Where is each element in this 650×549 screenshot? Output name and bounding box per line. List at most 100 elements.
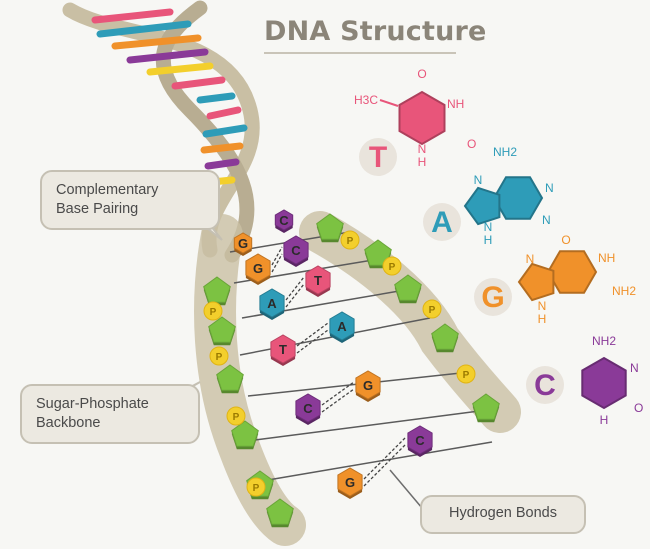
base-letter: G: [345, 475, 355, 490]
base-hexagon: [355, 370, 381, 400]
base-hexagon: [283, 235, 309, 265]
guanine-ring-6: [546, 250, 598, 294]
base-letter: A: [337, 319, 347, 334]
phosphate-circle: [203, 301, 223, 321]
atom-label: N: [630, 361, 639, 375]
callout-sugar-phosphate-backbone: Sugar-Phosphate Backbone: [20, 384, 200, 444]
base-badge-letter: G: [481, 281, 504, 314]
hydrogen-bond: [321, 388, 355, 413]
base-letter: C: [291, 243, 301, 258]
sugar-pentagon: [266, 498, 294, 525]
callout-complementary-base-pairing: Complementary Base Pairing: [40, 170, 220, 230]
phosphate-circle: [209, 346, 229, 366]
base-hexagon: [329, 311, 355, 341]
hydrogen-bond: [296, 322, 329, 347]
adenine-ring-5: [463, 186, 501, 226]
callout-line-1: Complementary: [56, 182, 159, 198]
base-letter: C: [279, 213, 289, 228]
adenine-ring-6: [492, 176, 544, 220]
base-letter: C: [415, 433, 425, 448]
base-letter: G: [363, 378, 373, 393]
base-hexagon: [270, 334, 296, 364]
hydrogen-bond: [363, 443, 407, 487]
atom-label: N: [484, 220, 493, 234]
sugar-pentagon: [316, 213, 344, 240]
atom-label: H: [600, 413, 609, 427]
atom-label: N: [545, 181, 554, 195]
base-hexagon: [259, 288, 285, 318]
atom-label: H: [484, 233, 493, 247]
base-hexagon: [295, 393, 321, 423]
atom-label: O: [467, 137, 476, 151]
base-hexagon: [274, 209, 294, 231]
callout-line-1: Sugar-Phosphate: [36, 396, 149, 412]
atom-label: NH2: [612, 284, 636, 298]
atom-label: H: [418, 155, 427, 169]
phosphate-label: P: [463, 370, 470, 381]
base-badge-circle: [423, 203, 461, 241]
sugar-pentagon: [364, 239, 392, 266]
phosphate-label: P: [429, 305, 436, 316]
sugar-pentagon: [208, 316, 236, 343]
base-rung: [91, 8, 174, 24]
sugar-pentagon: [472, 393, 500, 420]
base-letter: T: [279, 342, 287, 357]
hydrogen-bond: [271, 253, 283, 273]
phosphate-circle: [340, 230, 360, 250]
base-hexagon: [245, 253, 271, 283]
backbone-strand-upper-b: [155, 0, 255, 263]
base-badge-circle: [474, 278, 512, 316]
hydrogen-bond: [321, 381, 355, 406]
phosphate-label: P: [216, 352, 223, 363]
phosphate-circle: [456, 364, 476, 384]
atom-label: O: [634, 401, 643, 415]
atom-label: N: [538, 299, 547, 313]
base-hexagon: [233, 232, 253, 254]
base-letter: A: [267, 296, 277, 311]
base-letter: G: [253, 261, 263, 276]
sugar-pentagon: [231, 420, 259, 447]
strand-connector: [267, 441, 493, 481]
callout-hydrogen-bonds: Hydrogen Bonds: [420, 495, 586, 534]
hydrogen-bond: [285, 276, 305, 301]
phosphate-label: P: [389, 262, 396, 273]
callout-pointer-hbonds: [389, 469, 423, 509]
base-badge-circle: [359, 138, 397, 176]
title-underline: [264, 52, 456, 54]
base-rung: [126, 48, 209, 64]
callout-line-2: Base Pairing: [56, 201, 139, 217]
base-badge-letter: T: [369, 141, 387, 174]
phosphate-circle: [422, 299, 442, 319]
base-rung: [206, 106, 242, 120]
base-hexagon: [337, 467, 363, 497]
sugar-pentagon: [394, 274, 422, 301]
atom-label: NH: [447, 97, 464, 111]
base-rung: [96, 20, 192, 38]
phosphate-label: P: [233, 412, 240, 423]
thymine-bond: [379, 99, 399, 107]
callout-line-2: Backbone: [36, 415, 101, 431]
base-letter: C: [303, 401, 313, 416]
atom-label: N: [542, 213, 551, 227]
base-rung: [196, 92, 236, 104]
sugar-pentagon: [216, 364, 244, 391]
phosphate-label: P: [210, 307, 217, 318]
phosphate-circle: [246, 477, 266, 497]
atom-label: NH: [598, 251, 615, 265]
atom-label: N: [418, 142, 427, 156]
base-letter: T: [314, 273, 322, 288]
base-badge-circle: [526, 366, 564, 404]
base-badge-letter: A: [431, 206, 453, 239]
base-rung: [111, 34, 202, 50]
atom-label: O: [561, 233, 570, 247]
base-rung: [171, 76, 226, 90]
phosphate-label: P: [347, 236, 354, 247]
atom-label: O: [417, 67, 426, 81]
atom-label: H: [538, 312, 547, 326]
atom-label: N: [526, 252, 535, 266]
base-rung: [204, 158, 240, 170]
